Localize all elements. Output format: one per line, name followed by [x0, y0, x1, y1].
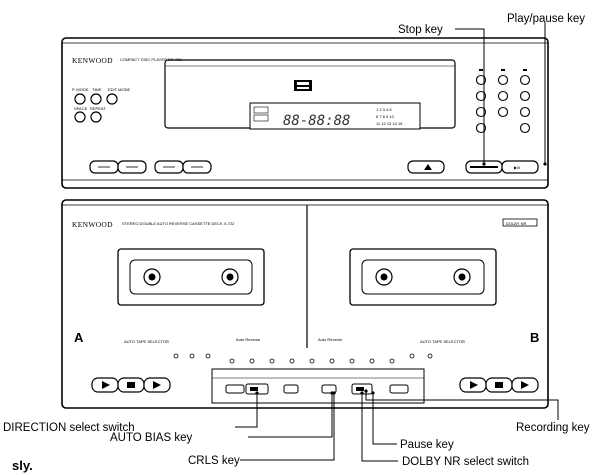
callout-play-pause-key: Play/pause key — [507, 13, 585, 25]
p-mode-button[interactable] — [75, 94, 85, 104]
keypad-button-6[interactable] — [521, 92, 530, 101]
svg-text:6 7 8 9 10: 6 7 8 9 10 — [376, 114, 395, 119]
deck-a-rewind-key[interactable] — [226, 385, 244, 393]
deck-model: STEREO DOUBLE AUTO REVERSE CASSETTE DECK… — [122, 221, 235, 226]
play-pause-icon: ▶/II — [514, 165, 520, 170]
p-mode-label: P. MODE — [72, 87, 89, 92]
keypad-button-9[interactable] — [521, 108, 530, 117]
cd-display-digits: 88-88:88 — [283, 113, 350, 129]
callout-dolby-nr-select-switch: DOLBY NR select switch — [402, 456, 529, 468]
footer-text: sly. — [12, 458, 33, 473]
deck-b-forward-key[interactable] — [390, 385, 408, 393]
repeat-label: REPEAT — [90, 106, 106, 111]
repeat-button[interactable] — [91, 112, 101, 122]
keypad-button-3[interactable] — [521, 76, 530, 85]
callout-auto-bias-key: AUTO BIAS key — [110, 432, 192, 444]
deck-b-auto-tape-selector: AUTO TAPE SELECTOR — [420, 339, 465, 344]
time-label: TIME — [92, 87, 102, 92]
edit-mode-button[interactable] — [107, 94, 117, 104]
deck-a-auto-tape-selector: AUTO TAPE SELECTOR — [124, 339, 169, 344]
cd-player: KENWOOD COMPACT DISC PLAYER DP-722 88-88… — [62, 38, 548, 188]
auto-bias-key[interactable] — [284, 385, 298, 393]
keypad-button-5[interactable] — [499, 92, 508, 101]
deck-b-label: B — [530, 330, 539, 345]
deck-brand: KENWOOD — [72, 220, 113, 229]
svg-text:1 2 3 4 5: 1 2 3 4 5 — [376, 107, 392, 112]
edit-mode-label: EDIT MODE — [108, 87, 130, 92]
dolby-badge-text: DOLBY NR — [506, 221, 526, 226]
deck-a-label: A — [74, 330, 84, 345]
keypad-button-plus10[interactable] — [521, 124, 530, 133]
callout-stop-key: Stop key — [398, 24, 443, 36]
keypad-button-2[interactable] — [499, 76, 508, 85]
svg-text:11 12 13 14 15: 11 12 13 14 15 — [376, 121, 403, 126]
deck-b-auto-reverse: Auto Reverse — [318, 337, 343, 342]
space-label: SPACE — [74, 106, 88, 111]
keypad-button-8[interactable] — [499, 108, 508, 117]
deck-a-auto-reverse: Auto Reverse — [236, 337, 261, 342]
cassette-deck: KENWOOD STEREO DOUBLE AUTO REVERSE CASSE… — [62, 200, 548, 408]
callout-pause-key: Pause key — [400, 439, 454, 451]
compact-disc-logo-icon — [294, 80, 312, 91]
space-button[interactable] — [75, 112, 85, 122]
time-button[interactable] — [91, 94, 101, 104]
cd-brand: KENWOOD — [72, 56, 113, 65]
callout-crls-key: CRLS key — [188, 455, 240, 467]
callout-recording-key: Recording key — [516, 422, 590, 434]
